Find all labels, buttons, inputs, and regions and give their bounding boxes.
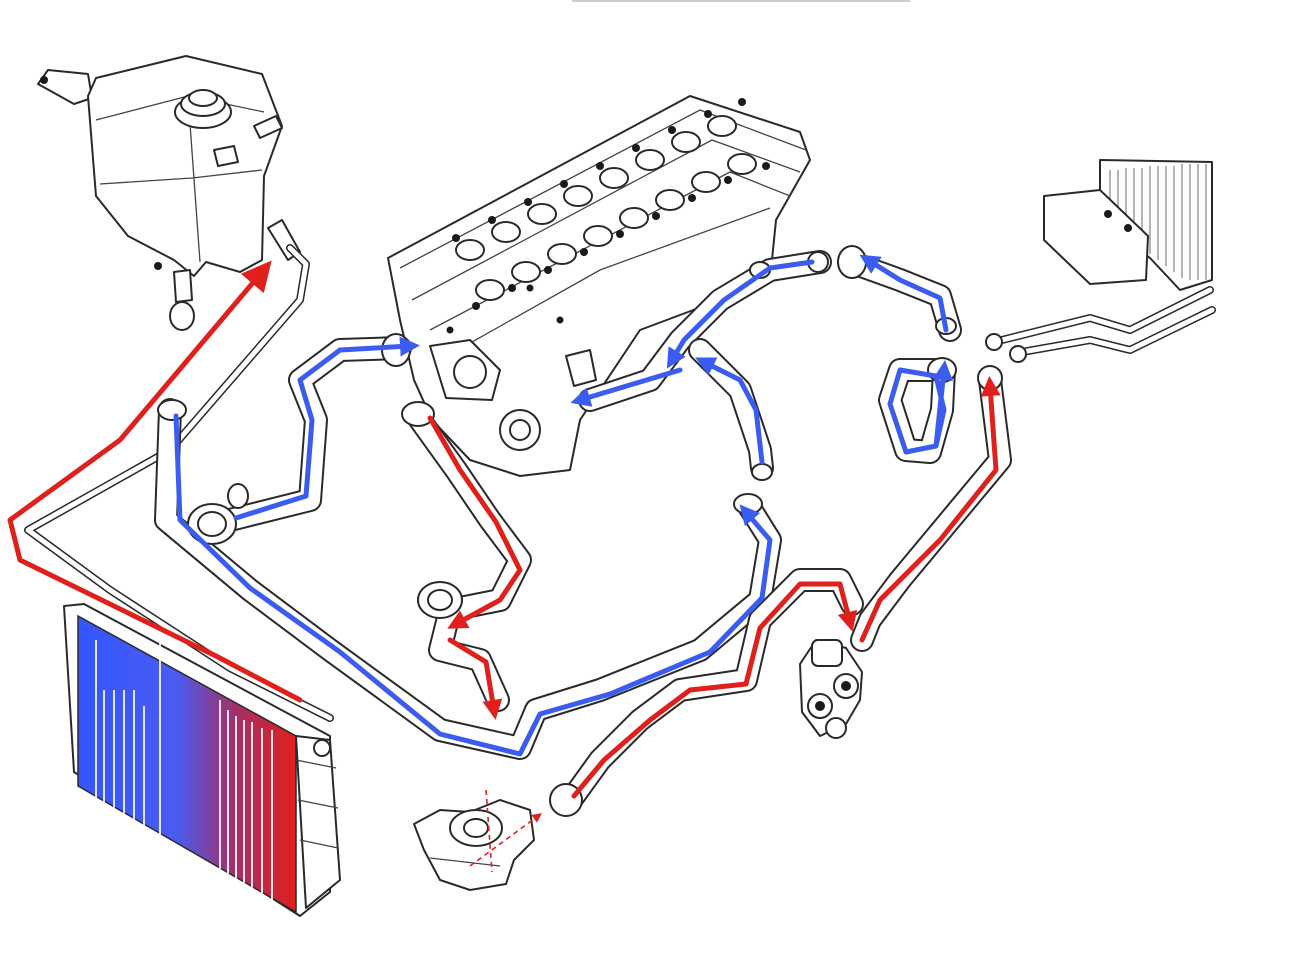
cool-flow-arrows xyxy=(173,254,953,757)
hose-intake-to-block xyxy=(187,333,412,545)
head-bolts xyxy=(446,98,770,334)
bleed-line-flow-arrow xyxy=(7,260,303,703)
radiator-fins xyxy=(95,640,273,900)
flow-pump-to-block xyxy=(233,336,420,521)
heater-core xyxy=(985,159,1216,363)
cylinder-head xyxy=(387,95,811,477)
flow-heater-return xyxy=(859,376,1001,643)
bleed-line xyxy=(7,244,334,722)
flow-heater-loop xyxy=(887,360,953,455)
heater-core-tank xyxy=(1043,189,1149,285)
hot-flow-arrows xyxy=(427,376,1001,799)
flow-thermostat-outlet xyxy=(427,415,523,629)
radiator xyxy=(63,603,341,917)
flow-thermostat-to-radiator xyxy=(447,637,503,720)
heater-valve xyxy=(799,639,863,739)
flow-pump-to-valve xyxy=(571,581,858,799)
radiator-core xyxy=(77,614,297,914)
camshaft-lobes xyxy=(455,115,757,301)
flow-radiator-to-pump xyxy=(173,413,773,757)
flow-head-to-sensor xyxy=(570,367,683,407)
water-pump xyxy=(413,789,542,891)
coolant-sensor xyxy=(565,349,597,387)
expansion-tank xyxy=(37,55,301,331)
flow-bypass-up xyxy=(695,357,765,465)
flow-head-to-heater xyxy=(666,259,815,369)
flow-heater-to-head xyxy=(859,254,949,333)
